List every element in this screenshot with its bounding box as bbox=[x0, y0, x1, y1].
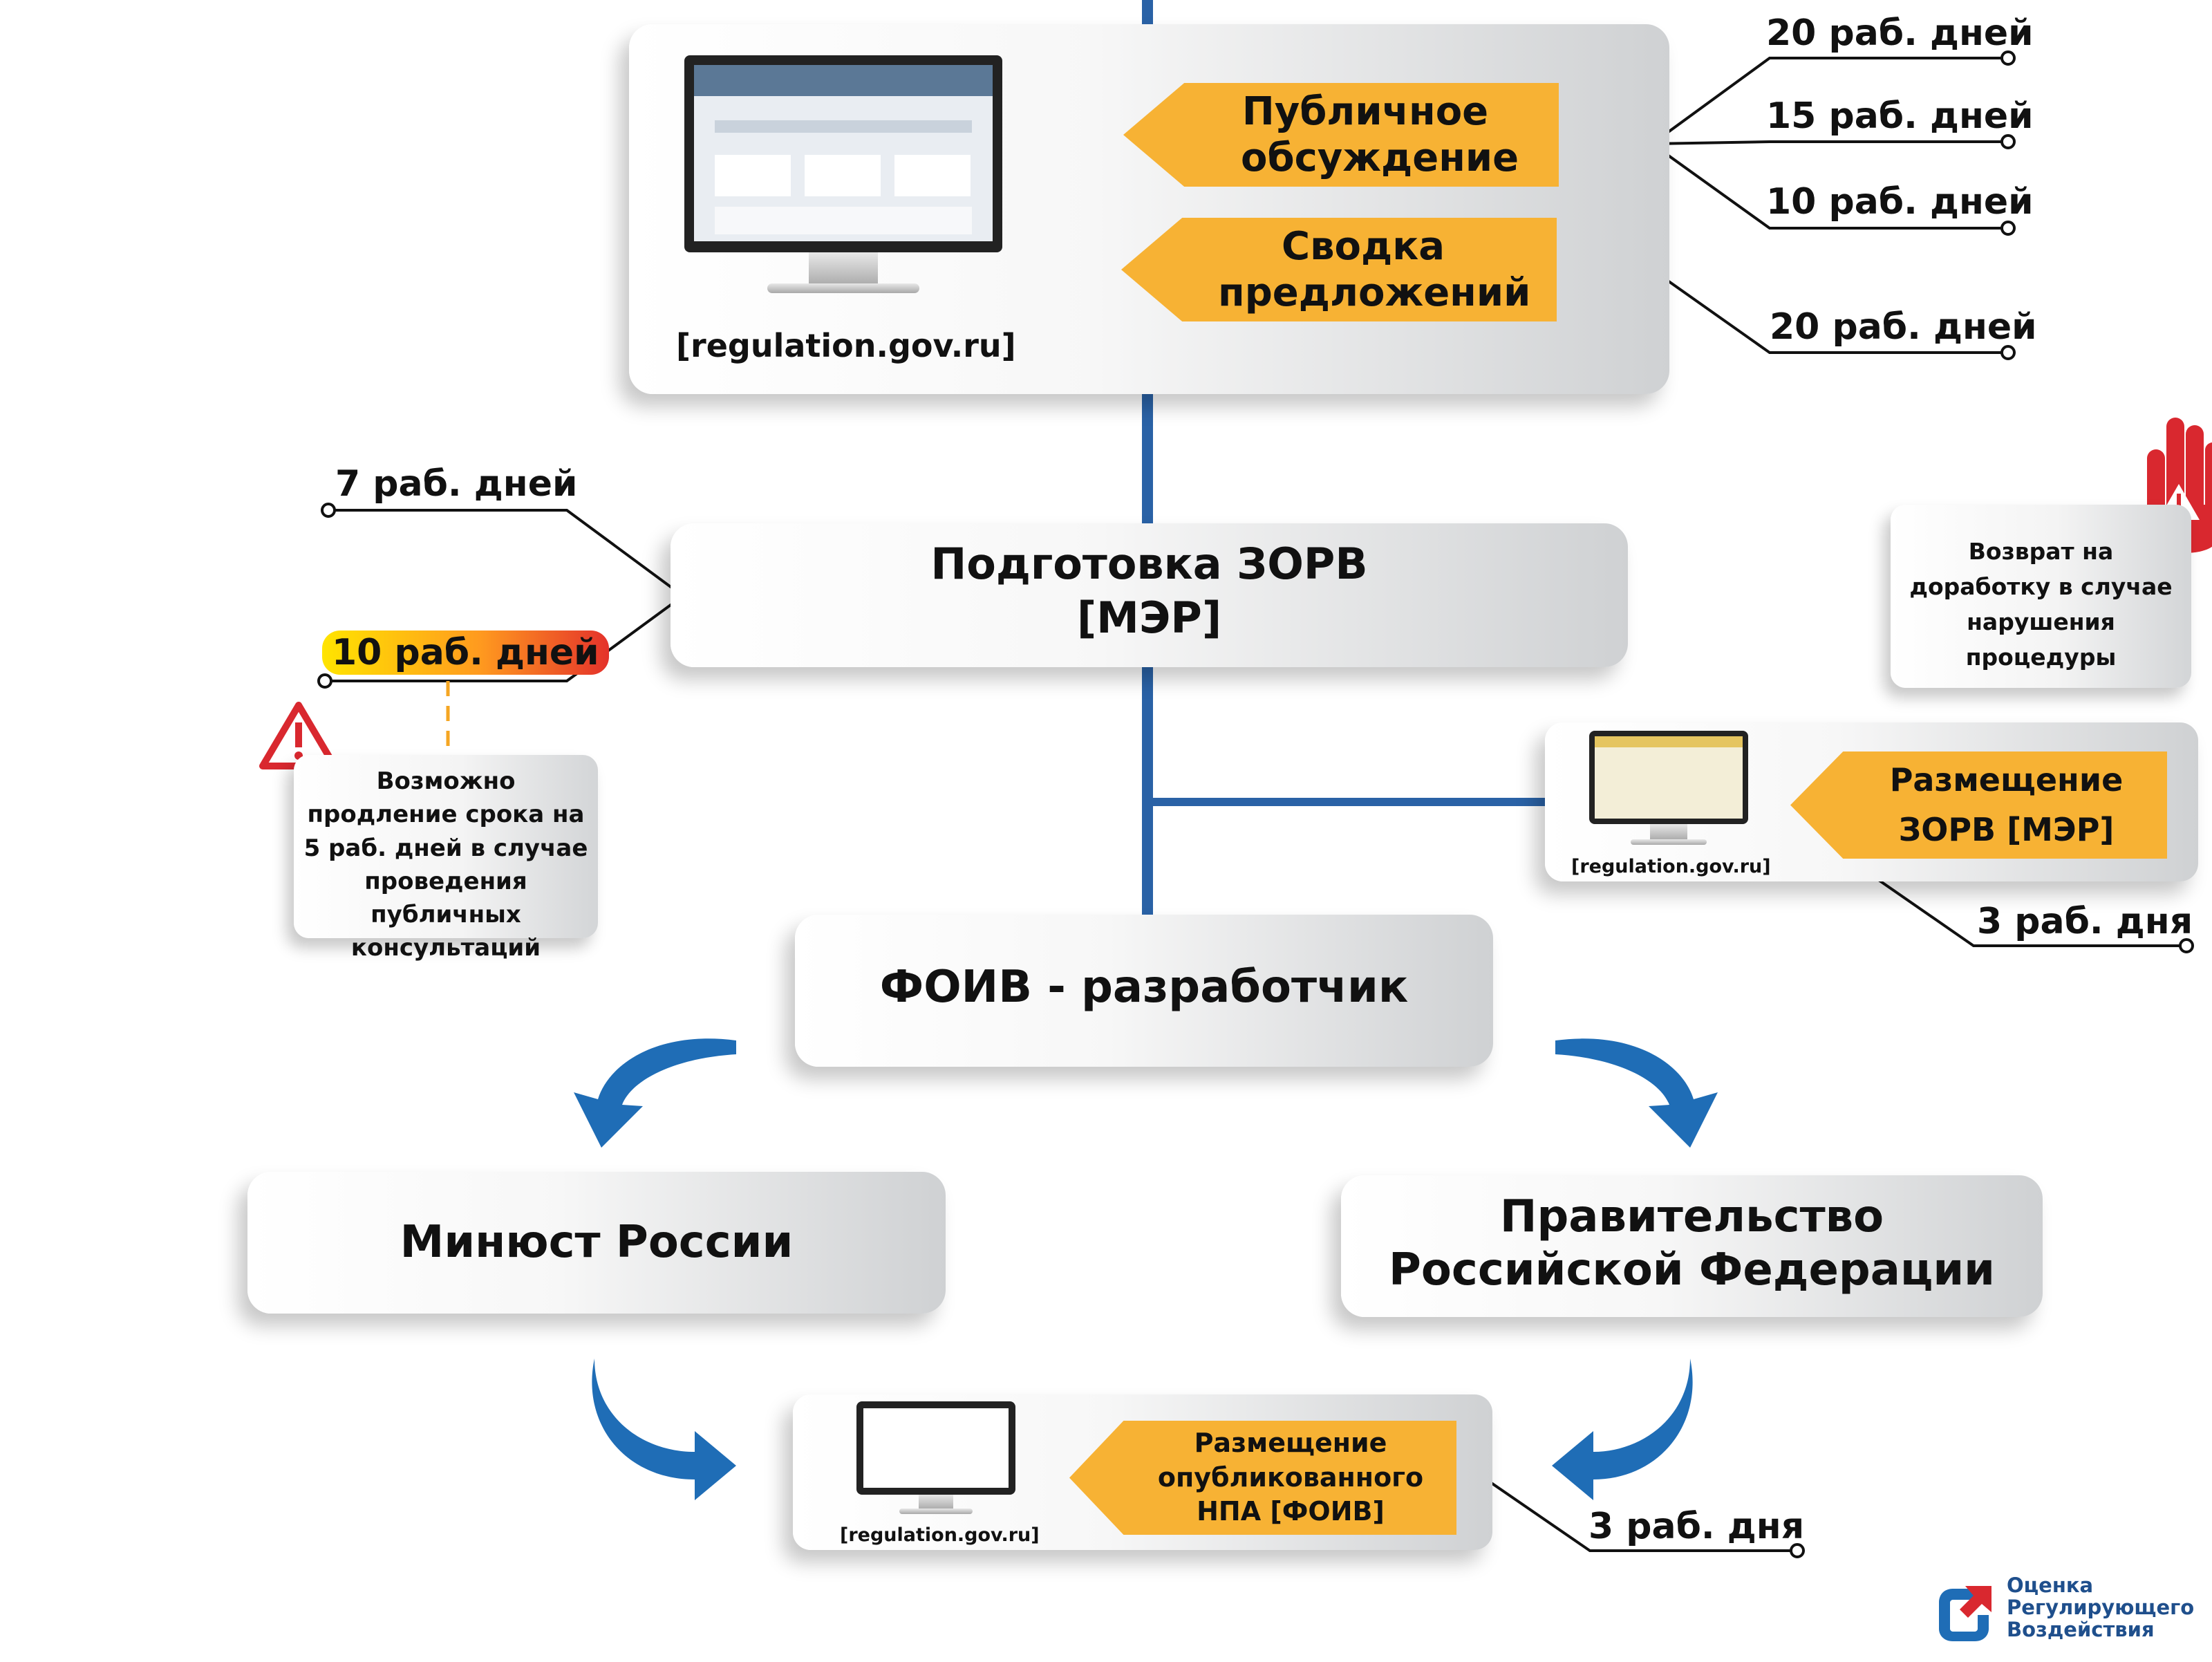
foiv-title: ФОИВ - разработчик bbox=[879, 962, 1409, 1013]
return-note: Возврат на доработку в случае нарушения … bbox=[1891, 505, 2191, 688]
regulation-url: [regulation.gov.ru] bbox=[1571, 856, 1771, 877]
zorv-placement-tag: Размещение ЗОРВ [МЭР] bbox=[1790, 751, 2167, 859]
days-zorv-7: 7 раб. дней bbox=[335, 463, 578, 505]
npa-placement-tag: Размещение опубликованного НПА [ФОИВ] bbox=[1069, 1421, 1456, 1535]
extension-warning-note: Возможно продление срока на 5 раб. дней … bbox=[294, 755, 598, 962]
summary-tag: Сводка предложений bbox=[1121, 218, 1557, 321]
regulation-url: [regulation.gov.ru] bbox=[840, 1524, 1040, 1546]
regulation-url: [regulation.gov.ru] bbox=[676, 327, 1016, 364]
zorv-subtitle: [МЭР] bbox=[1076, 592, 1222, 643]
flow-arrows bbox=[574, 1038, 1718, 1500]
days-public-3: 10 раб. дней bbox=[1766, 181, 2034, 223]
arrow-government-to-npa bbox=[1552, 1358, 1693, 1500]
ria-logo: Оценка Регулирующего Воздействия bbox=[1932, 1574, 2209, 1647]
minjust-box: Минюст России bbox=[247, 1172, 946, 1314]
days-zorv-placement: 3 раб. дня bbox=[1977, 901, 2193, 942]
arrow-to-government bbox=[1555, 1038, 1718, 1148]
arrow-minjust-to-npa bbox=[592, 1358, 736, 1500]
days-public-2: 15 раб. дней bbox=[1766, 95, 2034, 137]
days-summary: 20 раб. дней bbox=[1770, 306, 2037, 348]
public-discussion-box: [regulation.gov.ru] Публичное обсуждение… bbox=[629, 24, 1669, 394]
arrow-to-minjust bbox=[574, 1038, 736, 1148]
monitor-icon bbox=[856, 1401, 1015, 1519]
foiv-box: ФОИВ - разработчик bbox=[795, 915, 1493, 1067]
days-public-1: 20 раб. дней bbox=[1766, 12, 2034, 54]
public-discussion-tag: Публичное обсуждение bbox=[1123, 83, 1559, 187]
days-zorv-10: 10 раб. дней bbox=[322, 631, 609, 675]
monitor-icon bbox=[1589, 731, 1748, 855]
zorv-title: Подготовка ЗОРВ bbox=[930, 539, 1368, 589]
logo-text: Оценка Регулирующего Воздействия bbox=[2007, 1574, 2195, 1641]
zorv-leaders bbox=[325, 509, 684, 682]
zorv-box: Подготовка ЗОРВ [МЭР] bbox=[671, 523, 1628, 667]
zorv-placement-box: [regulation.gov.ru] Размещение ЗОРВ [МЭР… bbox=[1545, 722, 2198, 881]
government-box: Правительство Российской Федерации bbox=[1341, 1175, 2043, 1317]
monitor-icon bbox=[684, 55, 1002, 332]
npa-placement-box: [regulation.gov.ru] Размещение опубликов… bbox=[793, 1394, 1492, 1550]
days-npa-placement: 3 раб. дня bbox=[1588, 1506, 1805, 1547]
minjust-title: Минюст России bbox=[400, 1217, 794, 1268]
logo-mark-icon bbox=[1939, 1586, 1991, 1641]
top-leaders bbox=[1651, 57, 2008, 354]
government-title: Правительство Российской Федерации bbox=[1389, 1191, 1995, 1296]
